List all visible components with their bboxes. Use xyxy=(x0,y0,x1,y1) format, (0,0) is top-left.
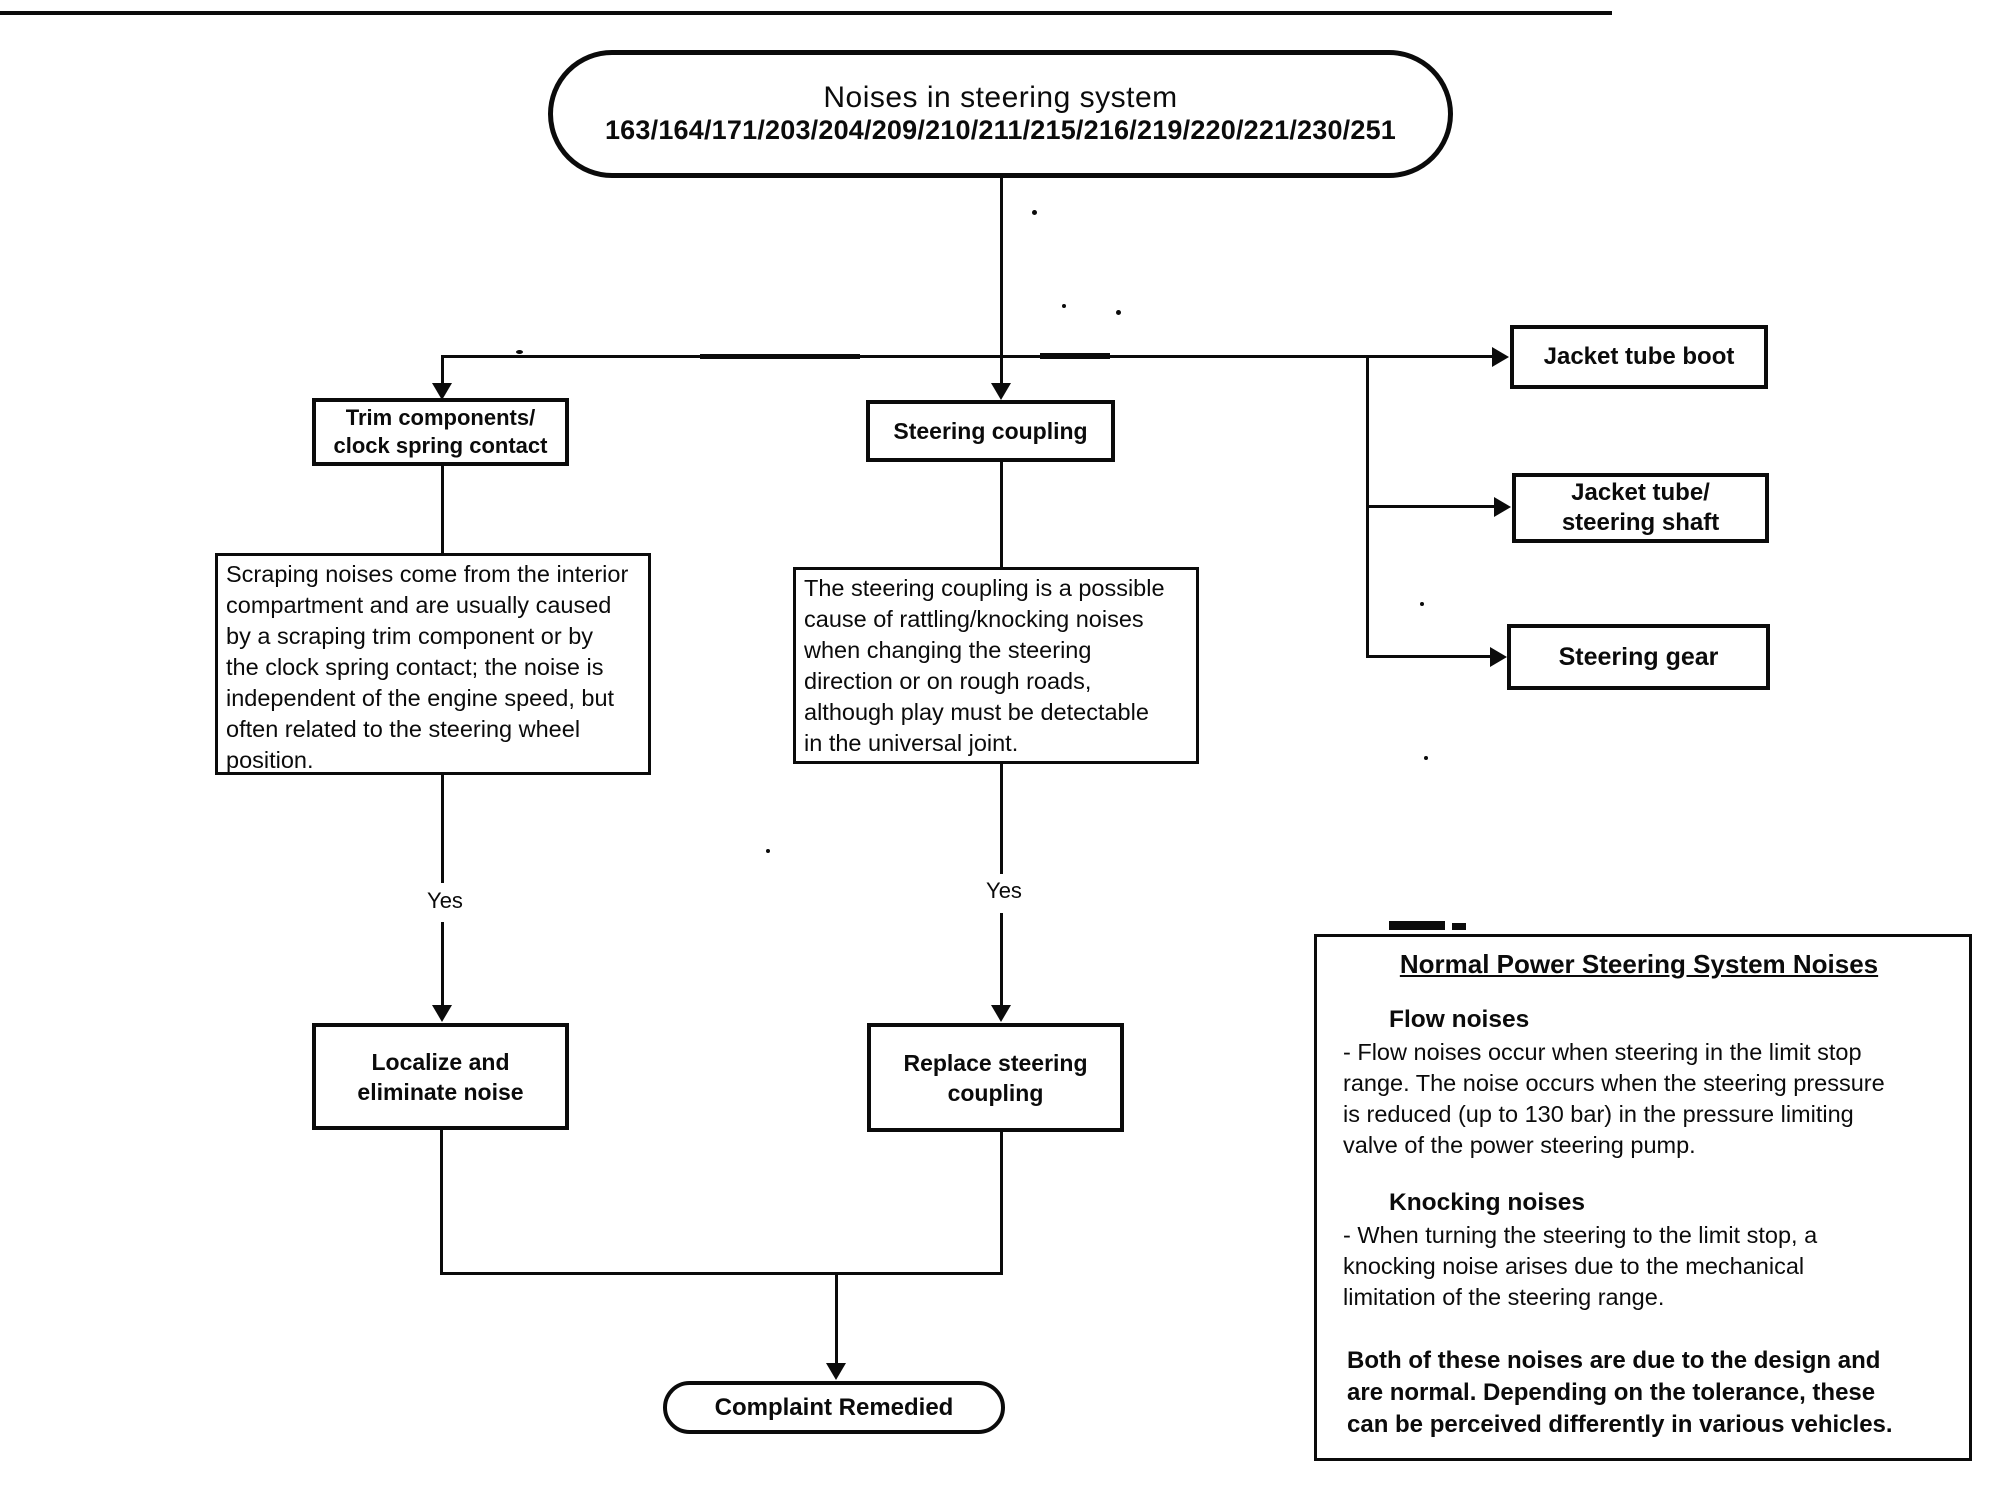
connector-replace-down xyxy=(1000,1132,1003,1275)
jacket-tube-steering-shaft-node: Jacket tube/ steering shaft xyxy=(1512,473,1769,543)
yes-label-left: Yes xyxy=(404,888,486,914)
connector-main-horizontal xyxy=(442,355,1492,358)
flow-noises-heading: Flow noises xyxy=(1389,1006,1530,1033)
trim-components-node: Trim components/ clock spring contact xyxy=(312,398,569,466)
steering-coupling-node: Steering coupling xyxy=(866,400,1115,462)
start-codes: 163/164/171/203/204/209/210/211/215/216/… xyxy=(604,115,1397,145)
connector-to-steering-gear xyxy=(1366,655,1490,658)
connector-trim-to-description xyxy=(441,464,444,553)
scan-speckle xyxy=(1420,602,1424,606)
connector-to-complaint xyxy=(835,1275,838,1367)
scan-speckle xyxy=(1424,756,1428,760)
connector-right-yes-lower xyxy=(1000,913,1003,1007)
arrow-into-jacket-boot-icon xyxy=(1492,347,1509,367)
arrow-into-replace-icon xyxy=(991,1005,1011,1022)
arrow-into-trim-icon xyxy=(432,383,452,400)
arrow-into-coupling-icon xyxy=(991,383,1011,400)
replace-coupling-node: Replace steering coupling xyxy=(867,1023,1124,1132)
complaint-remedied-node: Complaint Remedied xyxy=(663,1381,1005,1434)
scan-smudge xyxy=(1389,921,1445,930)
jacket-tube-boot-node: Jacket tube boot xyxy=(1510,325,1768,389)
info-panel: Normal Power Steering System Noises Flow… xyxy=(1314,934,1972,1461)
scan-speckle xyxy=(1062,304,1066,308)
info-panel-heading: Normal Power Steering System Noises xyxy=(1399,949,1879,979)
connector-localize-down xyxy=(440,1130,443,1275)
connector-to-jacket-shaft xyxy=(1366,505,1494,508)
scan-smudge xyxy=(1452,923,1466,930)
scan-speckle xyxy=(1032,210,1037,215)
connector-stub-to-trim xyxy=(441,355,444,386)
coupling-description-box: The steering coupling is a possible caus… xyxy=(793,567,1199,764)
arrow-into-jacket-shaft-icon xyxy=(1494,497,1511,517)
knocking-noises-heading: Knocking noises xyxy=(1389,1189,1586,1216)
arrow-into-localize-icon xyxy=(432,1005,452,1022)
connector-left-yes-upper xyxy=(441,773,444,883)
top-rule xyxy=(0,11,1612,15)
knocking-noises-body: - When turning the steering to the limit… xyxy=(1343,1222,1818,1310)
start-node: Noises in steering system 163/164/171/20… xyxy=(548,50,1453,178)
info-panel-footer: Both of these noises are due to the desi… xyxy=(1347,1347,1893,1438)
arrow-into-complaint-icon xyxy=(826,1363,846,1380)
yes-label-right: Yes xyxy=(963,878,1045,904)
trim-description-box: Scraping noises come from the interior c… xyxy=(215,553,651,775)
connector-left-yes-lower xyxy=(441,922,444,1007)
scan-speckle xyxy=(1116,310,1121,315)
localize-eliminate-node: Localize and eliminate noise xyxy=(312,1023,569,1130)
connector-coupling-to-description xyxy=(1000,460,1003,567)
scan-speckle xyxy=(766,849,770,853)
start-node-text: Noises in steering system 163/164/171/20… xyxy=(604,81,1397,146)
scan-speckle xyxy=(516,350,523,354)
arrow-into-steering-gear-icon xyxy=(1490,647,1507,667)
scan-smudge xyxy=(700,354,860,359)
connector-merge-horizontal xyxy=(440,1272,1003,1275)
flow-noises-body: - Flow noises occur when steering in the… xyxy=(1343,1039,1885,1158)
connector-start-to-coupling xyxy=(1000,178,1003,386)
steering-gear-node: Steering gear xyxy=(1507,624,1770,690)
connector-right-yes-upper xyxy=(1000,762,1003,874)
start-title: Noises in steering system xyxy=(823,81,1178,114)
scan-smudge xyxy=(1040,353,1110,359)
